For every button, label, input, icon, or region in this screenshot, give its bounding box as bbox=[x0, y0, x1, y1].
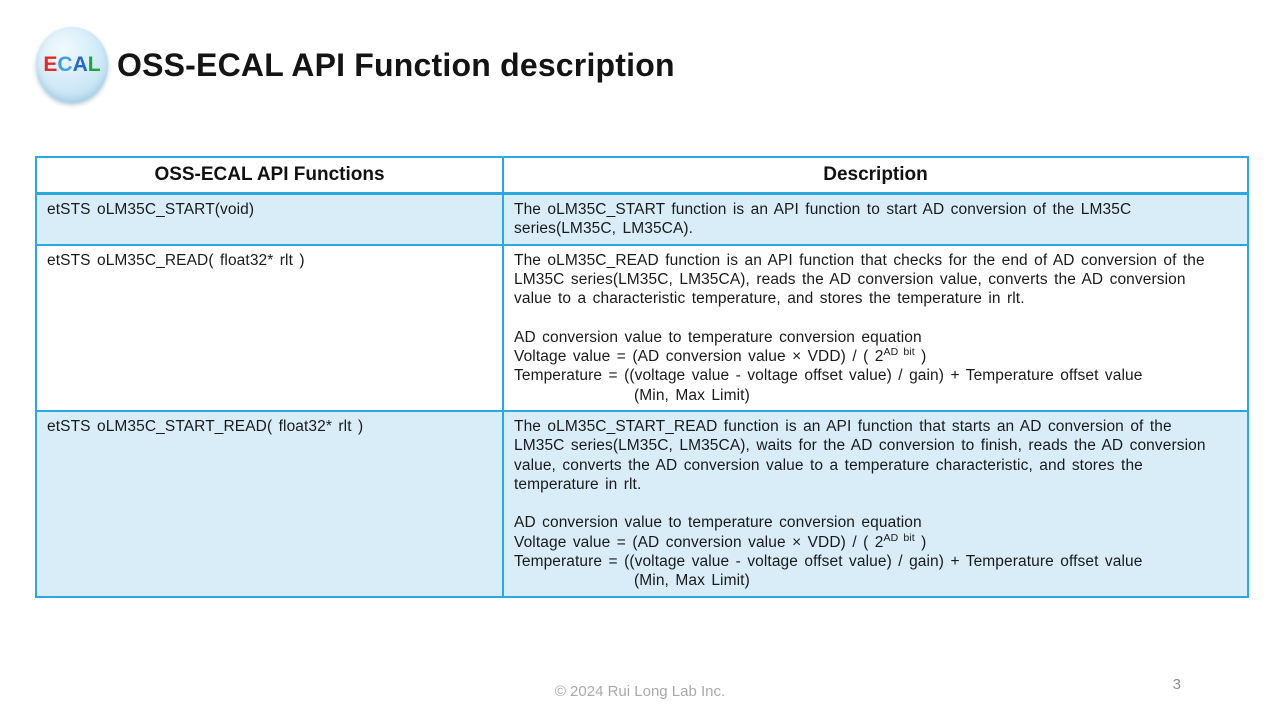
equation-heading: AD conversion value to temperature conve… bbox=[514, 328, 922, 346]
api-function-table: OSS-ECAL API Functions Description etSTS… bbox=[35, 156, 1249, 598]
limit-note: (Min, Max Limit) bbox=[634, 572, 750, 590]
description-text: The oLM35C_START_READ function is an API… bbox=[514, 417, 1206, 493]
voltage-exponent: AD bit bbox=[883, 531, 915, 544]
equation-heading: AD conversion value to temperature conve… bbox=[514, 514, 922, 532]
equation-block: AD conversion value to temperature conve… bbox=[514, 513, 1217, 590]
logo-letter-a: A bbox=[72, 53, 88, 76]
function-cell: etSTS oLM35C_READ( float32* rlt ) bbox=[35, 243, 504, 412]
voltage-equation-text: Voltage value = (AD conversion value × V… bbox=[514, 348, 884, 366]
voltage-exponent: AD bit bbox=[883, 345, 915, 358]
limit-note: (Min, Max Limit) bbox=[634, 386, 750, 404]
table-row: etSTS oLM35C_START_READ( float32* rlt ) … bbox=[35, 409, 1249, 598]
function-cell: etSTS oLM35C_START(void) bbox=[35, 192, 504, 246]
description-text: The oLM35C_READ function is an API funct… bbox=[514, 251, 1205, 308]
logo-letter-l: L bbox=[87, 53, 101, 76]
voltage-equation: Voltage value = (AD conversion value × V… bbox=[514, 347, 1217, 366]
function-cell: etSTS oLM35C_START_READ( float32* rlt ) bbox=[35, 409, 504, 598]
description-text: The oLM35C_START function is an API func… bbox=[514, 201, 1132, 238]
temperature-equation: Temperature = ((voltage value - voltage … bbox=[514, 367, 1143, 385]
description-cell: The oLM35C_START function is an API func… bbox=[502, 192, 1249, 246]
column-header-functions: OSS-ECAL API Functions bbox=[35, 156, 504, 195]
table-row: etSTS oLM35C_START(void) The oLM35C_STAR… bbox=[35, 192, 1249, 246]
voltage-equation-close: ) bbox=[914, 533, 927, 551]
column-header-description: Description bbox=[502, 156, 1249, 195]
table-header-row: OSS-ECAL API Functions Description bbox=[35, 156, 1249, 195]
logo-letter-e: E bbox=[43, 53, 58, 76]
slide-title: OSS-ECAL API Function description bbox=[117, 47, 675, 83]
temperature-equation: Temperature = ((voltage value - voltage … bbox=[514, 553, 1143, 571]
voltage-equation: Voltage value = (AD conversion value × V… bbox=[514, 531, 1217, 552]
description-cell: The oLM35C_READ function is an API funct… bbox=[502, 243, 1249, 412]
logo-letter-c: C bbox=[57, 53, 73, 76]
table-row: etSTS oLM35C_READ( float32* rlt ) The oL… bbox=[35, 243, 1249, 412]
equation-block: AD conversion value to temperature conve… bbox=[514, 328, 1217, 405]
description-cell: The oLM35C_START_READ function is an API… bbox=[502, 409, 1249, 598]
page-number: 3 bbox=[1172, 676, 1181, 693]
voltage-equation-close: ) bbox=[914, 348, 927, 366]
copyright-text: © 2024 Rui Long Lab Inc. bbox=[554, 683, 726, 700]
voltage-equation-text: Voltage value = (AD conversion value × V… bbox=[514, 533, 884, 551]
